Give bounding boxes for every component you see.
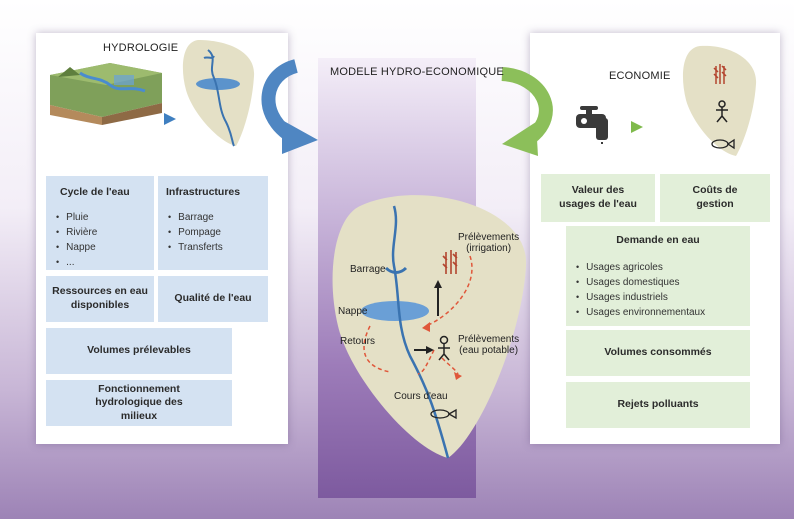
- qualite-box: Qualité de l'eau: [158, 276, 268, 322]
- list-item: Usages environnementaux: [576, 305, 750, 320]
- infrastructures-box: Infrastructures Barrage Pompage Transfer…: [158, 176, 268, 270]
- ressources-box: Ressources en eau disponibles: [46, 276, 154, 322]
- economie-basin-icon: [682, 45, 757, 157]
- prelevements-potable-line1: Prélèvements: [458, 334, 520, 345]
- cycle-eau-box: Cycle de l'eau Pluie Rivière Nappe ...: [46, 176, 154, 270]
- play-arrow-icon: [164, 113, 176, 125]
- list-item: Usages agricoles: [576, 260, 750, 275]
- prelevements-potable-line2: (eau potable): [459, 345, 519, 356]
- play-arrow-icon: [631, 121, 643, 133]
- hydrologie-title: HYDROLOGIE: [103, 42, 179, 54]
- list-item: Pluie: [56, 210, 154, 225]
- cycle-eau-title: Cycle de l'eau: [60, 186, 130, 198]
- list-item: Transferts: [168, 240, 268, 255]
- central-basin-diagram: [332, 195, 527, 459]
- list-item: Usages domestiques: [576, 275, 750, 290]
- eco-to-model-arrow: [501, 67, 553, 156]
- demande-box: Demande en eau Usages agricoles Usages d…: [566, 226, 750, 326]
- list-item: Barrage: [168, 210, 268, 225]
- list-item: Rivière: [56, 225, 154, 240]
- prelevements-irrigation-label: Prélèvements (irrigation): [458, 232, 519, 254]
- landscape-illustration: [50, 63, 162, 125]
- prelevements-potable-label: Prélèvements (eau potable): [458, 334, 519, 356]
- tap-icon: [576, 106, 608, 144]
- nappe-label: Nappe: [338, 306, 368, 317]
- couts-box: Coûts de gestion: [660, 174, 770, 222]
- list-item: ...: [56, 255, 154, 270]
- prelevements-irrigation-line1: Prélèvements: [458, 232, 520, 243]
- valeur-box: Valeur des usages de l'eau: [541, 174, 655, 222]
- volumes-prelevables-box: Volumes prélevables: [46, 328, 232, 374]
- cours-eau-label: Cours d'eau: [394, 391, 448, 402]
- hydro-basin-icon: [182, 40, 255, 147]
- barrage-label: Barrage: [350, 264, 386, 275]
- list-item: Usages industriels: [576, 290, 750, 305]
- infrastructures-title: Infrastructures: [166, 186, 241, 198]
- list-item: Nappe: [56, 240, 154, 255]
- demande-title: Demande en eau: [616, 234, 700, 246]
- model-title: MODELE HYDRO-ECONOMIQUE: [330, 66, 504, 78]
- economie-title: ECONOMIE: [609, 70, 671, 82]
- retours-label: Retours: [340, 336, 376, 347]
- volumes-consommes-box: Volumes consommés: [566, 330, 750, 376]
- prelevements-irrigation-line2: (irrigation): [466, 243, 512, 254]
- fonctionnement-box: Fonctionnement hydrologique des milieux: [46, 380, 232, 426]
- rejets-box: Rejets polluants: [566, 382, 750, 428]
- list-item: Pompage: [168, 225, 268, 240]
- hydro-to-model-arrow: [261, 59, 318, 154]
